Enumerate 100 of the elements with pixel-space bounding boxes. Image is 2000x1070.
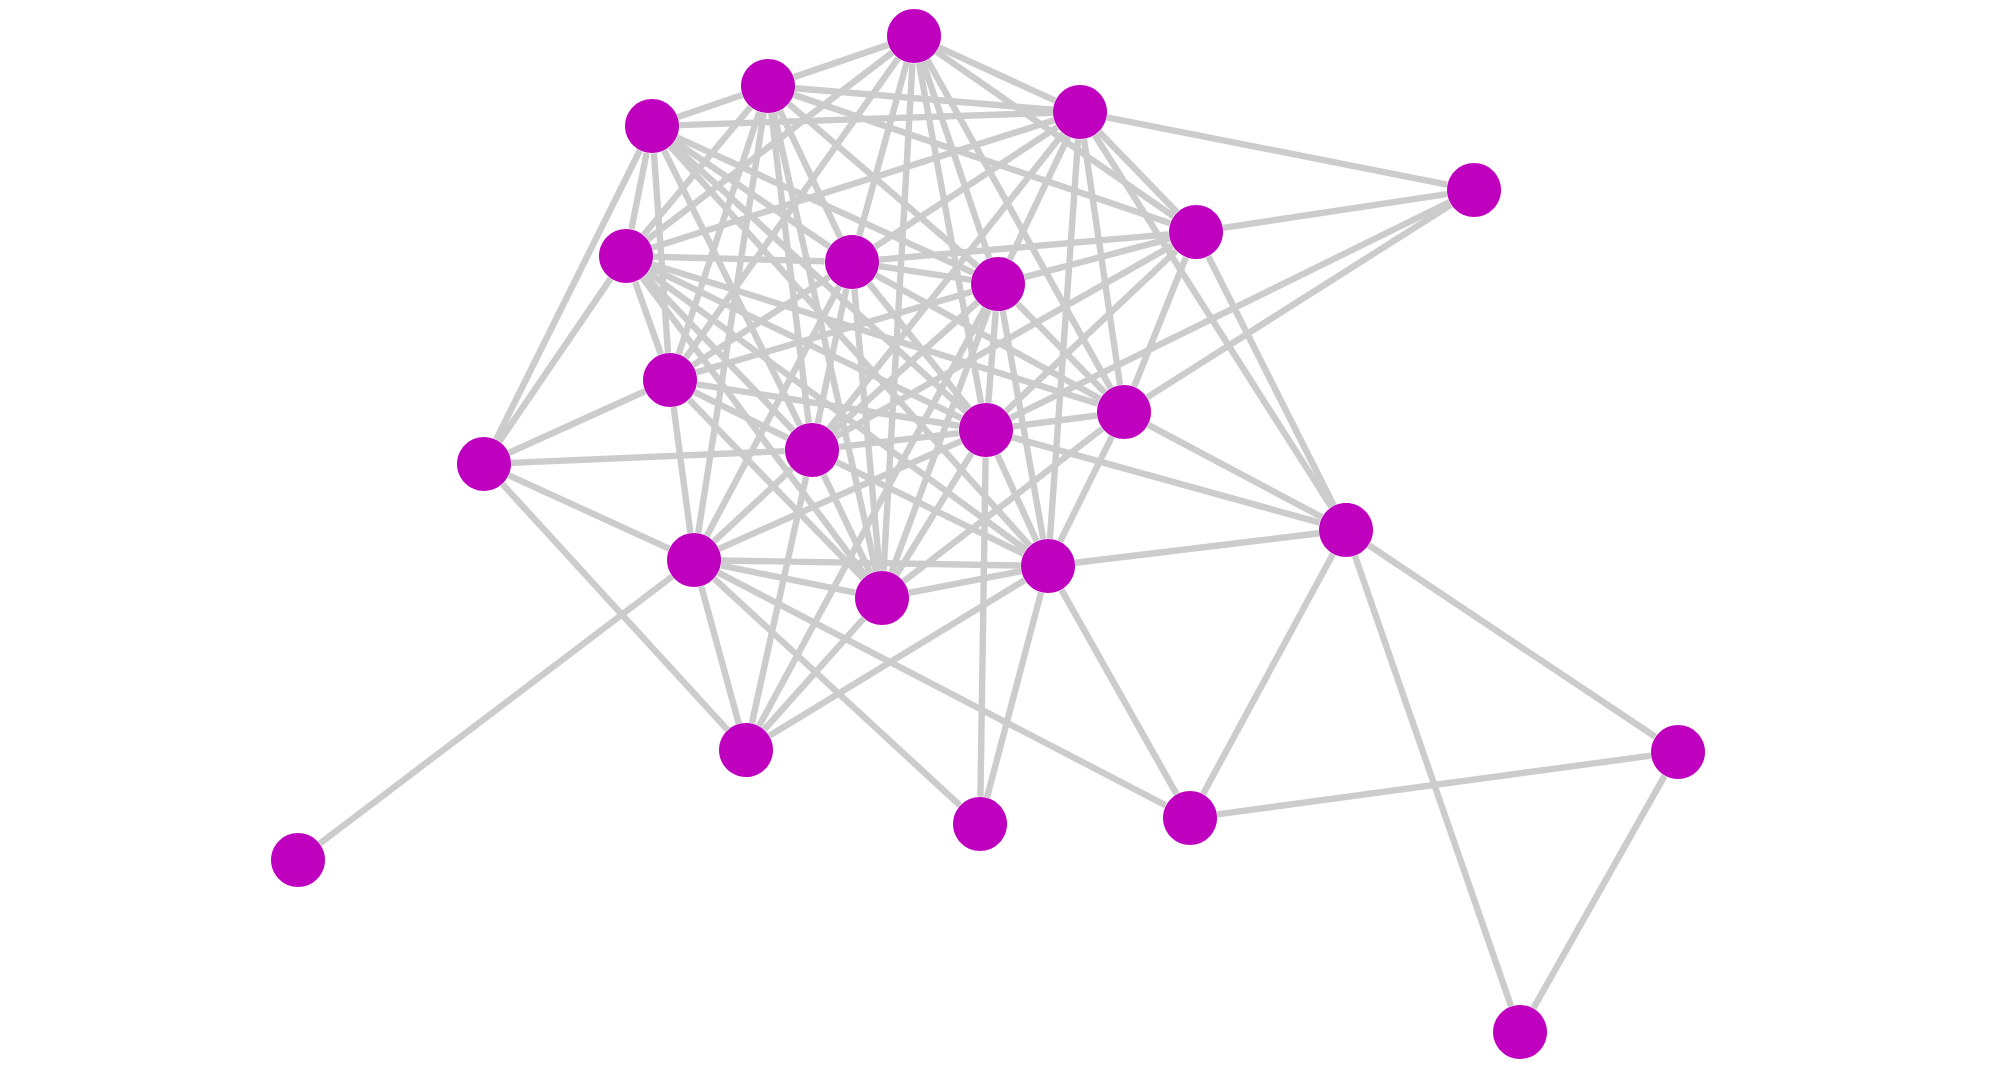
node-circle	[1163, 791, 1217, 845]
connector-line	[693, 389, 789, 441]
connector-line	[919, 60, 993, 260]
connector-line	[908, 568, 1022, 596]
connector-line	[983, 591, 1045, 799]
connector-line	[639, 276, 869, 578]
connector-line	[937, 44, 1057, 104]
node-circle	[1021, 539, 1075, 593]
connector-line	[820, 473, 874, 575]
connector-line	[711, 466, 795, 544]
connector-line	[704, 284, 842, 538]
connector-line	[646, 269, 1028, 553]
node-circle	[971, 257, 1025, 311]
connector-line	[1012, 412, 1098, 430]
connector-line	[873, 124, 1059, 250]
connector-line	[748, 476, 810, 724]
node-circle	[741, 59, 795, 113]
connector-line	[893, 451, 975, 577]
node-circle	[1493, 1005, 1548, 1059]
connector-line	[670, 142, 968, 414]
node-circle	[1053, 85, 1107, 139]
connector-line	[667, 144, 1033, 548]
connector-line	[1530, 774, 1668, 1010]
connector-line	[496, 276, 614, 444]
connector-line	[653, 253, 825, 265]
connector-line	[768, 112, 812, 424]
connector-line	[670, 406, 694, 534]
connector-line	[880, 63, 916, 571]
node-circle	[887, 9, 941, 63]
connector-line	[695, 288, 973, 376]
connector-line	[874, 272, 1102, 402]
connector-line	[856, 61, 910, 237]
connector-line	[691, 274, 831, 368]
connector-line	[1351, 554, 1515, 1008]
connector-line	[696, 381, 960, 429]
connector-line	[834, 242, 1174, 440]
connector-line	[994, 453, 1040, 543]
connector-line	[761, 616, 867, 732]
connector-line	[686, 397, 866, 581]
connector-line	[924, 58, 1114, 390]
connector-line	[878, 262, 972, 284]
connector-line	[1057, 435, 1115, 543]
connector-line	[1092, 133, 1334, 509]
connector-line	[1131, 256, 1189, 388]
connector-line	[1367, 542, 1658, 740]
connector-line	[651, 261, 1099, 407]
connector-line	[1046, 139, 1082, 539]
node-circle	[625, 99, 679, 153]
connector-line	[915, 62, 985, 404]
node-circle	[599, 229, 653, 283]
connector-line	[767, 577, 1027, 739]
connector-line	[1080, 138, 1124, 386]
connector-line	[642, 273, 796, 433]
connector-line	[838, 429, 960, 451]
connector-line	[1058, 588, 1180, 796]
connector-line	[888, 308, 992, 574]
connector-line	[507, 388, 647, 456]
connector-line	[999, 310, 1047, 540]
connector-line	[1222, 190, 1448, 232]
connector-line	[770, 112, 880, 572]
connector-line	[792, 91, 1172, 227]
connector-line	[628, 152, 650, 230]
connector-line	[650, 153, 672, 353]
connector-line	[786, 101, 980, 269]
connector-line	[795, 85, 1053, 113]
connector-line	[649, 265, 963, 421]
connector-line	[507, 472, 671, 552]
connector-line	[879, 231, 1169, 263]
node-circle	[825, 235, 879, 289]
connector-line	[511, 447, 785, 467]
connector-line	[1006, 135, 1072, 261]
connector-line	[776, 109, 844, 239]
node-circle	[1319, 503, 1374, 557]
connector-line	[756, 306, 988, 728]
connector-line	[500, 482, 730, 732]
connector-line	[695, 112, 767, 534]
connector-line	[679, 109, 1053, 129]
connector-line	[721, 557, 1021, 569]
connector-line	[676, 91, 744, 121]
node-circle	[1651, 725, 1705, 779]
connector-line	[720, 562, 856, 596]
connector-line	[675, 110, 763, 356]
connector-line	[672, 138, 832, 250]
connector-line	[1003, 248, 1179, 414]
node-circle	[1169, 205, 1223, 259]
connector-line	[1146, 422, 1324, 520]
node-circle	[667, 533, 721, 587]
connector-line	[632, 280, 664, 356]
connector-line	[1096, 129, 1180, 215]
node-circle	[271, 833, 325, 887]
connector-line	[651, 117, 1055, 251]
connector-line	[645, 50, 895, 242]
connector-line	[1074, 530, 1320, 566]
connector-line	[1216, 752, 1652, 818]
connector-line	[934, 49, 1176, 219]
connector-line	[1023, 235, 1171, 281]
connector-line	[716, 569, 1168, 809]
connector-line	[1106, 114, 1448, 188]
connector-line	[1205, 255, 1337, 507]
connector-line	[683, 56, 901, 360]
